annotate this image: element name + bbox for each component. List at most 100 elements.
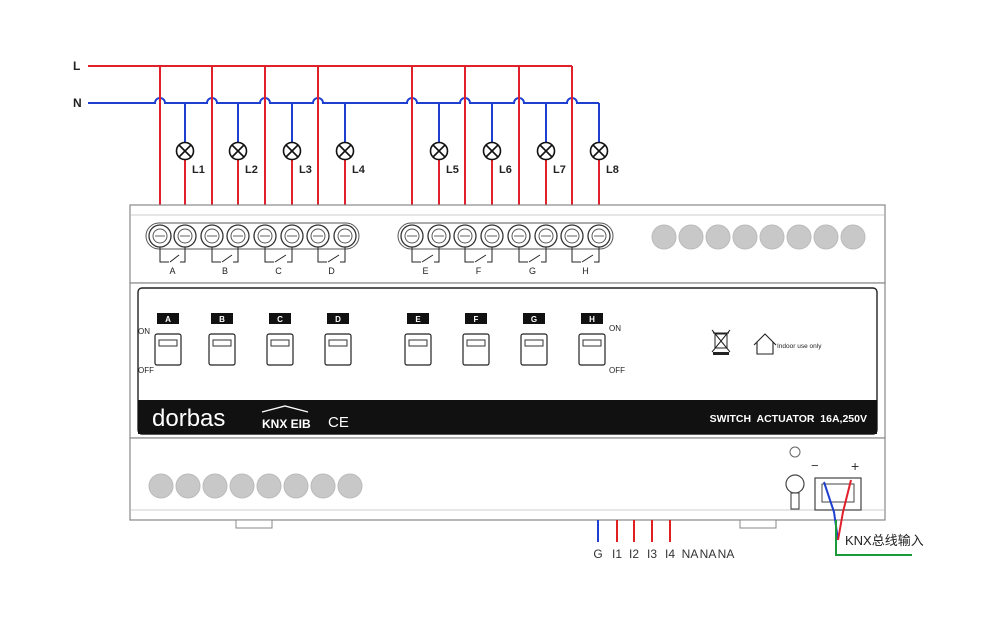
- brand-name: dorbas: [152, 405, 225, 432]
- knx-bus-terminal: [814, 477, 862, 511]
- channel-switch-b[interactable]: B: [208, 313, 236, 366]
- channel-tag-label: A: [165, 315, 171, 324]
- manual-switch-body[interactable]: [154, 333, 182, 366]
- lamp-cross-b: [231, 144, 245, 158]
- bus-wire-live: [837, 479, 852, 541]
- lamp-cross-b: [285, 144, 299, 158]
- manual-switch-lever[interactable]: [158, 339, 178, 347]
- terminal-strip-2: [397, 222, 614, 250]
- manual-switch-lever[interactable]: [466, 339, 486, 347]
- lamp-cross-b: [539, 144, 553, 158]
- lamp-cross-b: [432, 144, 446, 158]
- lamp-cross-b: [178, 144, 192, 158]
- off-label-right: OFF: [609, 366, 625, 375]
- unused-terminal-top: [732, 224, 758, 250]
- channel-switch-f[interactable]: F: [462, 313, 490, 366]
- relay-contact-right: [233, 247, 239, 263]
- lamp-2-icon: [228, 141, 248, 161]
- manual-switch-body[interactable]: [404, 333, 432, 366]
- input-pin-label-1: G: [593, 547, 602, 561]
- unused-terminal-top: [840, 224, 866, 250]
- channel-tag-label: D: [335, 315, 341, 324]
- relay-channel-label-c: C: [275, 266, 282, 276]
- manual-switch-body[interactable]: [266, 333, 294, 366]
- programming-button[interactable]: [785, 474, 805, 494]
- model-label: SWITCH ACTUATOR 16A,250V: [710, 413, 867, 425]
- relay-contact-left: [518, 247, 528, 263]
- lamp-1-label: L1: [192, 164, 205, 176]
- relay-channel-label-h: H: [582, 266, 589, 276]
- house-icon: [753, 333, 777, 355]
- relay-contact-right: [487, 247, 493, 263]
- channel-switch-c[interactable]: C: [266, 313, 294, 366]
- channel-tag: [327, 313, 349, 324]
- channel-tag-label: G: [531, 315, 537, 324]
- channel-tag: [523, 313, 545, 324]
- unused-terminal-bottom: [256, 473, 282, 499]
- relay-channel-label-d: D: [328, 266, 335, 276]
- neutral-line-label: N: [73, 96, 82, 110]
- on-label-left: ON: [138, 327, 150, 336]
- lamp-3-icon: [282, 141, 302, 161]
- unused-terminal-bottom: [148, 473, 174, 499]
- manual-switch-body[interactable]: [578, 333, 606, 366]
- relay-contact-blade: [581, 254, 594, 263]
- unused-terminal-bottom: [202, 473, 228, 499]
- relay-contact-left: [411, 247, 421, 263]
- manual-switch-body[interactable]: [520, 333, 548, 366]
- relay-contact-left: [317, 247, 327, 263]
- manual-switch-lever[interactable]: [524, 339, 544, 347]
- input-pin-label-3: I2: [629, 547, 639, 561]
- terminal-strip-1: [145, 222, 360, 250]
- weee-bin-icon: [711, 329, 731, 355]
- brand-bar: [138, 400, 877, 434]
- relay-contact-right: [541, 247, 547, 263]
- manual-switch-body[interactable]: [208, 333, 236, 366]
- lamp-6-label: L6: [499, 164, 512, 176]
- unused-terminal-bottom: [175, 473, 201, 499]
- channel-tag: [465, 313, 487, 324]
- channel-tag-label: C: [277, 315, 283, 324]
- knx-eib-logo: KNX EIB: [261, 405, 311, 431]
- relay-contact-blade: [221, 254, 233, 263]
- relay-contact-left: [464, 247, 474, 263]
- channel-tag: [581, 313, 603, 324]
- channel-switch-d[interactable]: D: [324, 313, 352, 366]
- din-clip-right: [739, 519, 777, 529]
- manual-switch-body[interactable]: [324, 333, 352, 366]
- channel-switch-a[interactable]: A: [154, 313, 182, 366]
- din-clip-left: [235, 519, 273, 529]
- channel-tag: [157, 313, 179, 324]
- unused-terminal-top: [813, 224, 839, 250]
- relay-channel-label-e: E: [422, 266, 428, 276]
- manual-switch-lever[interactable]: [582, 339, 602, 347]
- lamp-6-icon: [482, 141, 502, 161]
- input-pin-label-7: NA: [700, 547, 717, 561]
- neutral-line-N: [88, 97, 599, 104]
- lamp-cross-b: [338, 144, 352, 158]
- channel-tag: [269, 313, 291, 324]
- manual-switch-lever[interactable]: [212, 339, 232, 347]
- channel-tag-label: B: [219, 315, 225, 324]
- live-line-label: L: [73, 59, 80, 73]
- relay-contact-right: [434, 247, 440, 263]
- manual-switch-lever[interactable]: [328, 339, 348, 347]
- channel-switch-g[interactable]: G: [520, 313, 548, 366]
- relay-contact-blade: [327, 254, 340, 263]
- manual-switch-lever[interactable]: [408, 339, 428, 347]
- input-pin-label-6: NA: [682, 547, 699, 561]
- manual-switch-body[interactable]: [462, 333, 490, 366]
- lamp-2-label: L2: [245, 164, 258, 176]
- bus-plus-sign: +: [851, 458, 859, 474]
- lamp-1-icon: [175, 141, 195, 161]
- manual-switch-lever[interactable]: [270, 339, 290, 347]
- relay-contact-blade: [528, 254, 541, 263]
- channel-switch-e[interactable]: E: [404, 313, 432, 366]
- lamp-4-icon: [335, 141, 355, 161]
- unused-terminal-bottom: [310, 473, 336, 499]
- relay-contact-left: [571, 247, 581, 263]
- channel-switch-h[interactable]: H: [578, 313, 606, 366]
